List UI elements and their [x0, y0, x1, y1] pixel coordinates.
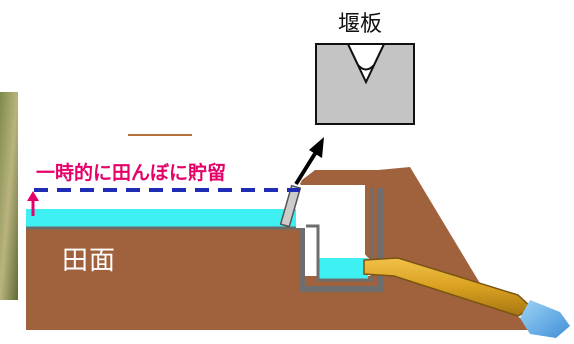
weir-plate-label: 堰板 [338, 12, 383, 37]
weir-plate-insert [279, 184, 302, 228]
soil-cross-section [26, 167, 540, 330]
water-spray [520, 300, 570, 338]
box-water [318, 258, 368, 279]
rice-photo-fragment [0, 92, 18, 300]
weir-box-inner-wall [306, 188, 374, 282]
field-surface-label: 田面 [62, 246, 117, 276]
rise-arrow-head [27, 191, 39, 201]
weir-box-outline [299, 188, 383, 292]
temporary-storage-caption: 一時的に田んぼに貯留 [36, 162, 227, 184]
weir-box-interior [296, 185, 365, 258]
weir-plate-notch [346, 43, 386, 71]
pointer-arrow-head [309, 137, 324, 158]
paddy-water [26, 209, 310, 228]
pointer-arrow-shaft [294, 150, 318, 186]
